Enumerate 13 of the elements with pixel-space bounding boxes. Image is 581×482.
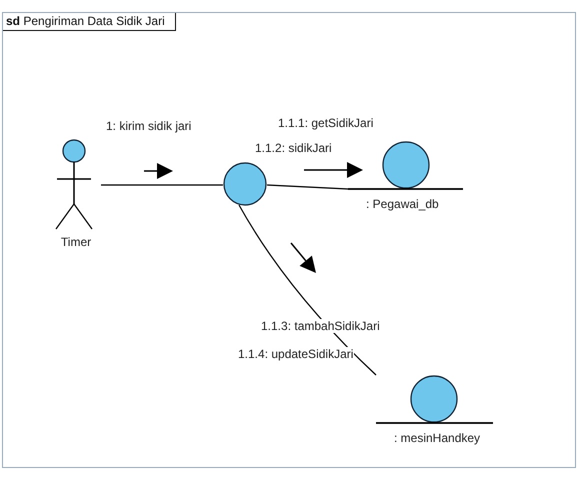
edge-label: 1.1.1: getSidikJari	[277, 116, 374, 130]
edge-label: 1.1.3: tambahSidikJari	[260, 319, 381, 333]
actor-name: Timer	[60, 235, 92, 249]
frame-title: sd Pengiriman Data Sidik Jari	[3, 13, 176, 31]
object-name: : mesinHandkey	[394, 431, 482, 445]
link-line	[266, 184, 348, 190]
message-label: 1.1.2: sidikJari	[254, 141, 333, 155]
message-label: 1.1.4: updateSidikJari	[237, 347, 354, 361]
link-line	[101, 184, 223, 186]
link-line	[238, 204, 376, 376]
frame-border	[2, 12, 576, 468]
object-name: : Pegawai_db	[366, 197, 440, 211]
edge-label: 1: kirim sidik jari	[105, 119, 192, 133]
